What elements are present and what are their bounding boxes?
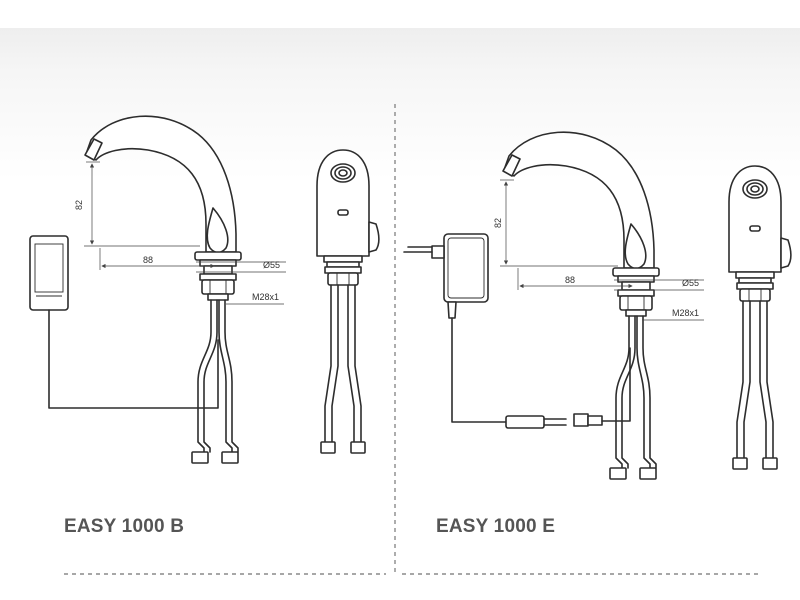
dimension-lines-b	[84, 161, 286, 305]
model-label-b: EASY 1000 B	[64, 516, 185, 537]
diameter-dimension-e: Ø55	[682, 278, 699, 288]
battery-cable	[48, 309, 219, 409]
height-dimension-e: 82	[493, 218, 503, 228]
model-label-e: EASY 1000 E	[436, 516, 556, 537]
faucet-side-view-b	[84, 115, 242, 464]
diameter-dimension-b: Ø55	[263, 260, 280, 270]
reach-dimension-e: 88	[565, 275, 575, 285]
faucet-front-view-b	[316, 149, 380, 454]
battery-box	[29, 235, 69, 311]
reach-dimension-b: 88	[143, 255, 153, 265]
adapter-cable	[451, 317, 507, 423]
thread-dimension-e: M28x1	[672, 308, 699, 318]
height-dimension-b: 82	[74, 200, 84, 210]
power-adapter	[403, 233, 489, 319]
faucet-front-view-e	[728, 165, 792, 470]
thread-dimension-b: M28x1	[252, 292, 279, 302]
cable-connector	[505, 347, 631, 429]
dimension-lines-e	[500, 179, 704, 321]
